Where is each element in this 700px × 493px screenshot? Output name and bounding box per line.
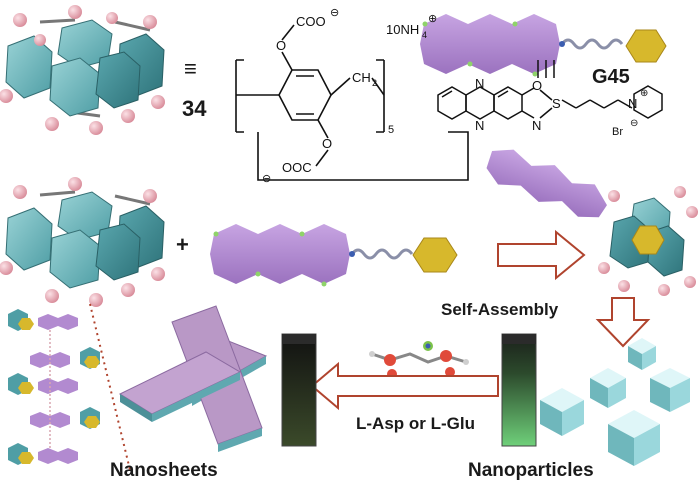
carboxylate-bottom-charge: ⊖ — [262, 173, 272, 185]
carboxylate-top: COO — [296, 14, 326, 29]
carboxylate-bottom: OOC — [282, 160, 312, 175]
amino-acid-label: L-Asp or L-Glu — [356, 414, 475, 433]
guest-structure — [437, 60, 663, 120]
nanosheets-label: Nanosheets — [110, 460, 218, 481]
vial-nanoparticles — [501, 333, 537, 447]
arrow-amino-acid — [310, 361, 499, 411]
repeat-count: 5 — [388, 124, 395, 136]
oxygen-top: O — [276, 38, 287, 53]
pyridinium-n: N — [628, 96, 638, 111]
oxathiazole-o: O — [532, 78, 543, 93]
host-guest-complex — [486, 149, 698, 296]
equivalence-symbol-left: ≡ — [184, 56, 197, 81]
bromide-charge: ⊖ — [630, 118, 639, 129]
guest-cartoon-middle — [210, 224, 458, 287]
vial-nanosheets — [281, 333, 317, 447]
plus-sign: + — [176, 232, 189, 257]
nanoparticles — [540, 338, 690, 466]
pyridinium-charge: ⊕ — [640, 88, 649, 99]
arrow-self-assembly — [595, 297, 651, 348]
methylene-subscript: 2 — [372, 78, 378, 88]
ammonium-label: 10NH — [386, 22, 420, 37]
pillararene-macrocycle-middle — [0, 177, 165, 307]
methylene-label: CH — [352, 70, 371, 85]
ammonium-subscript: 4 — [422, 30, 428, 40]
carboxylate-top-charge: ⊖ — [330, 7, 340, 19]
arrow-complexation — [497, 229, 586, 281]
host-id-label: 34 — [182, 96, 207, 121]
oxathiazole-s: S — [552, 96, 561, 111]
guest-cartoon-top — [420, 14, 667, 77]
oxathiazole-n: N — [532, 118, 542, 133]
nanoparticles-label: Nanoparticles — [468, 460, 594, 481]
oxygen-bottom: O — [322, 136, 333, 151]
stacked-assembly — [8, 309, 100, 465]
phenazine-n-top: N — [475, 76, 485, 91]
ammonium-charge: ⊕ — [428, 13, 438, 25]
amino-acid-molecule — [369, 341, 469, 379]
phenazine-n-bottom: N — [475, 118, 485, 133]
guest-id-label: G45 — [592, 66, 630, 88]
pillararene-macrocycle-top — [0, 5, 165, 135]
nanosheets — [118, 305, 268, 452]
bromide-label: Br — [612, 126, 623, 138]
self-assembly-label: Self-Assembly — [441, 300, 559, 319]
host-structure — [235, 24, 469, 181]
dotted-divider — [89, 303, 131, 471]
